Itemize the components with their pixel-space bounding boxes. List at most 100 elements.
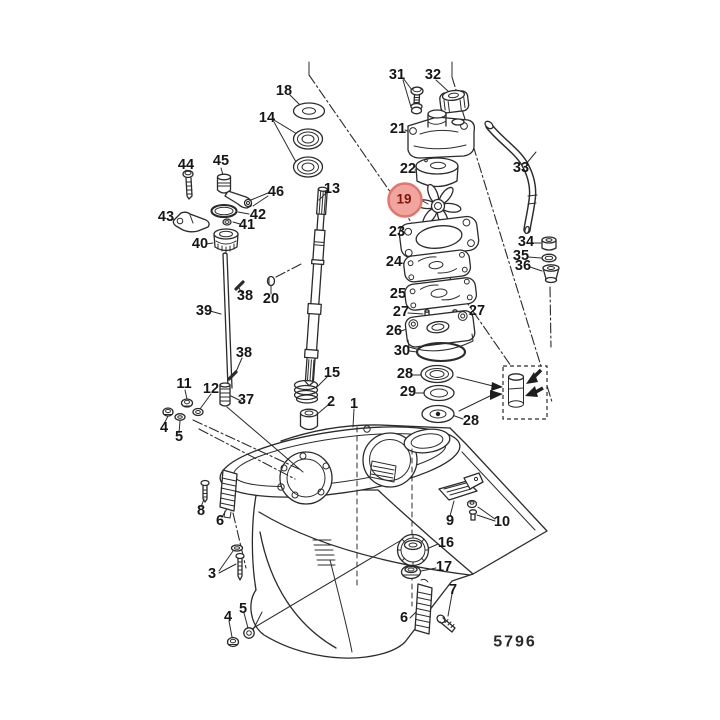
skeg-vent-hatch	[312, 539, 336, 566]
part-label-26: 26	[386, 323, 402, 339]
cap-32	[439, 89, 470, 114]
part-label-1: 1	[350, 396, 358, 412]
part-label-13: 13	[324, 181, 340, 197]
bolt-8	[200, 479, 210, 503]
gasket-25	[404, 277, 478, 311]
part-label-43: 43	[158, 209, 174, 225]
part-label-38: 38	[237, 288, 253, 304]
part-label-9: 9	[446, 513, 454, 529]
part-label-27: 27	[469, 303, 485, 319]
clip-20	[266, 275, 276, 287]
part-label-28: 28	[397, 366, 413, 382]
seal-detail-arrows	[456, 376, 503, 412]
bolt-44	[182, 169, 194, 200]
pin-38-upper	[234, 280, 245, 291]
part-label-31: 31	[389, 67, 405, 83]
part-label-19-highlighted[interactable]: 19	[396, 192, 411, 207]
driveshaft-13	[303, 186, 328, 387]
part-label-38: 38	[236, 345, 252, 361]
washer-12	[192, 407, 204, 417]
part-label-40: 40	[192, 236, 208, 252]
thrust-hub-16	[396, 533, 430, 567]
seal-28-lower	[421, 404, 455, 424]
part-label-39: 39	[196, 303, 212, 319]
part-label-5: 5	[239, 601, 247, 617]
part-label-30: 30	[394, 343, 410, 359]
washer-29	[423, 384, 455, 402]
part-label-4: 4	[224, 609, 232, 625]
part-label-17: 17	[436, 559, 452, 575]
part-label-36: 36	[515, 258, 531, 274]
part-label-37: 37	[238, 392, 254, 408]
part-label-15: 15	[324, 365, 340, 381]
oring-35	[541, 253, 557, 263]
part-label-20: 20	[263, 291, 279, 307]
part-label-41: 41	[239, 217, 255, 233]
nut-11	[180, 398, 194, 408]
sleeve-37	[219, 382, 231, 407]
nut-4-lower	[226, 636, 240, 648]
spring-15	[293, 379, 319, 404]
bolt-7	[436, 614, 456, 633]
part-label-14: 14	[259, 110, 275, 126]
impeller-19	[414, 183, 462, 229]
oring-42	[210, 203, 238, 219]
anode-6-lower	[414, 578, 433, 635]
highlight-balloon-19[interactable]	[387, 182, 429, 218]
anode-plate-9	[438, 472, 484, 501]
part-label-46: 46	[268, 184, 284, 200]
drawing-number: 5796	[493, 634, 537, 651]
part-label-27: 27	[393, 304, 409, 320]
deck-vent-hatch	[369, 460, 397, 483]
part-label-45: 45	[213, 153, 229, 169]
part-label-22: 22	[400, 161, 416, 177]
part-label-10: 10	[494, 514, 510, 530]
part-label-6: 6	[400, 610, 408, 626]
highlight-circle	[387, 182, 423, 218]
part-label-44: 44	[178, 157, 194, 173]
part-label-32: 32	[425, 67, 441, 83]
part-label-28: 28	[463, 413, 479, 429]
nut-4-upper	[162, 407, 174, 417]
part-label-11: 11	[176, 376, 191, 392]
seal-28-upper	[420, 364, 454, 384]
cap-34	[541, 236, 557, 251]
part-label-18: 18	[276, 83, 292, 99]
pin-38-lower	[227, 370, 238, 381]
leader-lines	[163, 77, 543, 638]
thrust-washer-18	[292, 102, 326, 120]
part-label-16: 16	[438, 535, 454, 551]
part-label-7: 7	[449, 582, 457, 598]
shift-cam-45	[216, 173, 253, 209]
prop-nut-17	[400, 564, 422, 580]
bolt-3-with-washer	[230, 544, 245, 581]
retainer-41	[222, 218, 232, 226]
part-label-3: 3	[208, 566, 216, 582]
pump-housing-21	[407, 109, 476, 159]
part-label-29: 29	[400, 384, 416, 400]
part-label-42: 42	[250, 207, 266, 223]
washer-5-lower	[243, 627, 255, 639]
part-label-2: 2	[327, 394, 335, 410]
washer-5-upper	[174, 413, 186, 421]
water-hose-33	[484, 120, 538, 235]
cam-plate-43	[172, 211, 210, 233]
part-label-8: 8	[197, 503, 205, 519]
pump-liner-22	[415, 157, 459, 188]
shift-rod-39	[222, 252, 233, 389]
part-label-34: 34	[518, 234, 534, 250]
bushing-2	[299, 408, 319, 431]
oring-30	[415, 341, 467, 363]
bearing-14-upper	[292, 128, 324, 150]
part-label-35: 35	[513, 248, 529, 264]
seal-orientation-box	[502, 365, 548, 420]
part-label-23: 23	[389, 224, 405, 240]
bolt-31	[410, 86, 424, 115]
bearing-14-lower	[292, 156, 324, 178]
anode-6-upper	[219, 469, 238, 519]
face-plate-24	[403, 249, 472, 283]
part-label-25: 25	[390, 286, 406, 302]
part-label-12: 12	[203, 381, 219, 397]
